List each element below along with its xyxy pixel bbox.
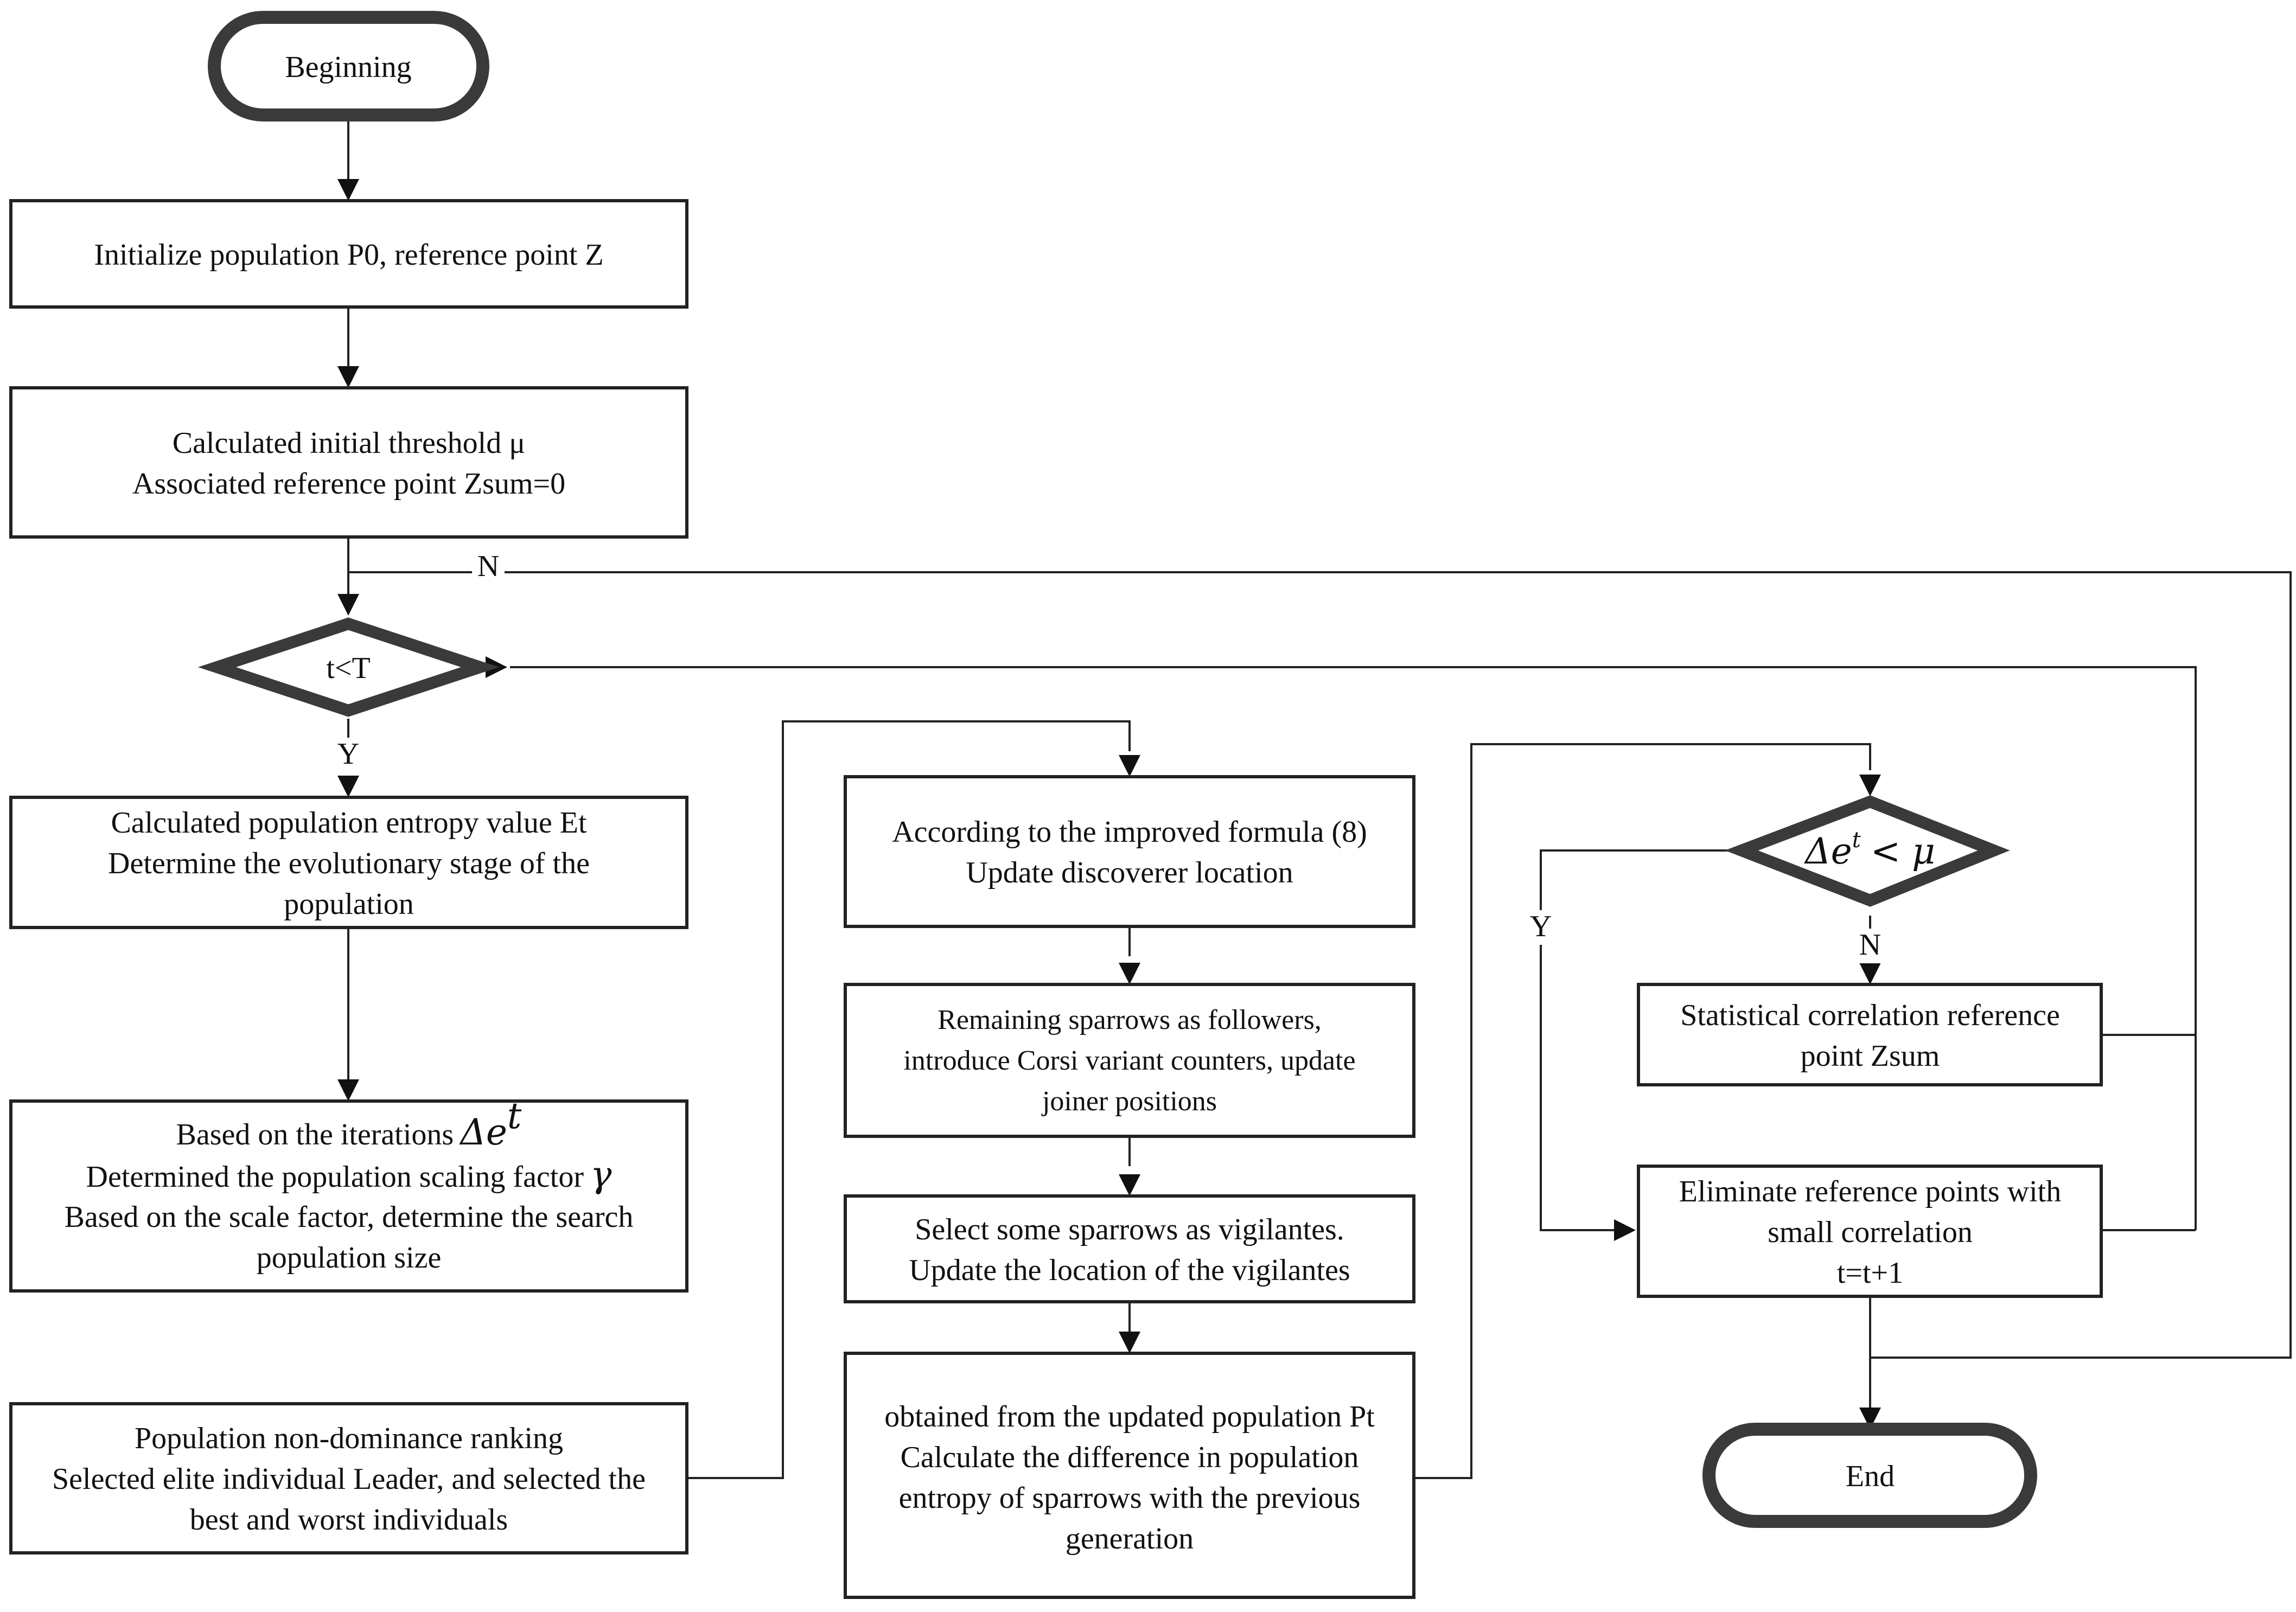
ranking-line-1: Population non-dominance ranking [135, 1422, 563, 1455]
node-vigilantes: Select some sparrows as vigilantes. Upda… [844, 1194, 1415, 1303]
discoverer-line-1: According to the improved formula (8) [892, 815, 1367, 849]
beginning-label: Beginning [285, 50, 411, 84]
label-n-loop: N [477, 549, 499, 583]
label-bg-y-loop [331, 738, 366, 772]
followers-line-1: Remaining sparrows as followers, [937, 1005, 1322, 1035]
edge-trunk-loop [510, 666, 2197, 1230]
label-bg-y-delta [1523, 910, 1558, 945]
edge-delta-eliminate [1540, 849, 1740, 1231]
delta-condition-delta-e: Δe [1803, 830, 1852, 872]
arrowhead-followers [1119, 963, 1140, 984]
arrowhead-end [1859, 1408, 1881, 1429]
scaling-superscript-t: t [507, 1095, 522, 1137]
entropy-line-2: Determine the evolutionary stage of the [108, 847, 590, 880]
label-y-delta: Y [1530, 910, 1552, 943]
vigilantes-line-1: Select some sparrows as vigilantes. [915, 1213, 1344, 1246]
vigilantes-line-2: Update the location of the vigilantes [909, 1253, 1350, 1287]
eliminate-line-1: Eliminate reference points with [1679, 1175, 2061, 1208]
scaling-gamma: γ [590, 1154, 612, 1195]
entropy-line-1: Calculated population entropy value Et [111, 806, 587, 840]
arrowhead-difference [1119, 1332, 1140, 1353]
eliminate-line-2: small correlation [1768, 1216, 1973, 1249]
followers-line-2: introduce Corsi variant counters, update [903, 1045, 1355, 1076]
arrowhead-delta [1859, 775, 1881, 796]
end-label: End [1846, 1460, 1895, 1493]
followers-line-3: joiner positions [1041, 1086, 1217, 1117]
edge-labels: N Y Y N [331, 549, 1887, 963]
label-y-loop: Y [337, 737, 359, 771]
scaling-delta-e: Δe [458, 1111, 507, 1153]
init-line-1: Initialize population P0, reference poin… [94, 238, 603, 272]
node-difference: obtained from the updated population Pt … [844, 1352, 1415, 1599]
node-followers: Remaining sparrows as followers, introdu… [844, 983, 1415, 1138]
threshold-line-2: Associated reference point Zsum=0 [132, 467, 565, 501]
delta-condition-label: Δet < μ [1803, 828, 1935, 872]
node-threshold: Calculated initial threshold μ Associate… [9, 386, 688, 539]
scaling-line-3: Based on the scale factor, determine the… [65, 1200, 634, 1234]
node-init: Initialize population P0, reference poin… [9, 199, 688, 309]
arrowheads [337, 179, 1881, 1429]
loop-condition-label: t<T [326, 651, 370, 685]
scaling-line-4: population size [257, 1241, 442, 1275]
arrowhead-scaling [337, 1079, 359, 1101]
arrowhead-init [337, 179, 359, 201]
node-ranking: Population non-dominance ranking Selecte… [9, 1402, 688, 1555]
scaling-line-1-text: Based on the iterations [176, 1118, 454, 1152]
threshold-line-1: Calculated initial threshold μ [173, 426, 526, 460]
node-end: End [1702, 1423, 2037, 1528]
label-bg-n-delta [1853, 929, 1887, 963]
arrowhead-diamond [337, 594, 359, 616]
edge-ranking-discoverer [687, 720, 1131, 1479]
statistical-line-2: point Zsum [1801, 1039, 1940, 1073]
difference-line-2: Calculate the difference in population [901, 1441, 1359, 1474]
arrowhead-statistical [1859, 963, 1881, 984]
eliminate-line-3: t=t+1 [1837, 1256, 1903, 1290]
scaling-line-2-text: Determined the population scaling factor [86, 1160, 584, 1194]
delta-condition-superscript-t: t [1852, 828, 1861, 853]
node-delta-condition: Δet < μ [1725, 795, 2010, 907]
connectors [347, 120, 2292, 1479]
difference-line-3: entropy of sparrows with the previous [899, 1481, 1361, 1515]
ranking-line-3: best and worst individuals [190, 1503, 508, 1537]
label-bg-n-loop [472, 553, 505, 590]
difference-line-1: obtained from the updated population Pt [884, 1400, 1375, 1434]
edge-difference-delta [1414, 743, 1871, 1479]
discoverer-line-2: Update discoverer location [966, 856, 1293, 890]
node-entropy: Calculated population entropy value Et D… [9, 796, 688, 929]
node-statistical: Statistical correlation reference point … [1637, 983, 2103, 1086]
node-eliminate: Eliminate reference points with small co… [1637, 1165, 2103, 1298]
arrowhead-threshold [337, 366, 359, 388]
arrowhead-entropy [337, 776, 359, 797]
scaling-line-2: Determined the population scaling factor… [86, 1154, 612, 1195]
difference-line-4: generation [1066, 1522, 1194, 1556]
statistical-line-1: Statistical correlation reference [1680, 999, 2060, 1032]
node-beginning: Beginning [208, 11, 489, 121]
node-discoverer: According to the improved formula (8) Up… [844, 775, 1415, 928]
arrowhead-eliminate [1614, 1219, 1636, 1241]
arrowhead-discoverer [1119, 755, 1140, 777]
entropy-line-3: population [284, 887, 414, 921]
label-n-delta: N [1859, 928, 1881, 962]
arrowhead-vigilantes [1119, 1174, 1140, 1196]
node-loop-condition: t<T [197, 617, 500, 717]
ranking-line-2: Selected elite individual Leader, and se… [52, 1462, 646, 1496]
delta-condition-less-mu: < μ [1871, 830, 1935, 872]
